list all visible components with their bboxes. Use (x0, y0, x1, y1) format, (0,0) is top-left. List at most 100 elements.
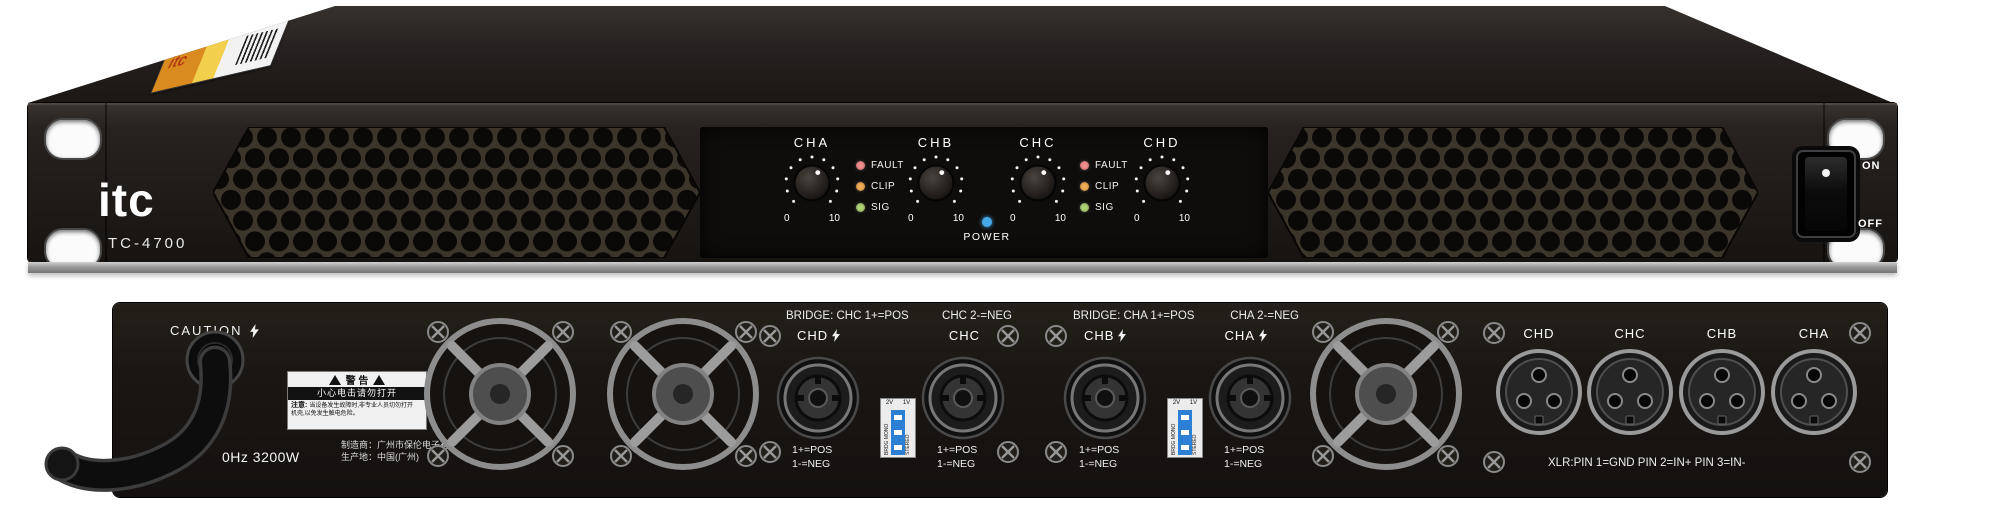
power-label: POWER (963, 231, 1011, 243)
manufacturer-line2: 生产地：中国(广州) (341, 452, 419, 463)
mode-dip-switch[interactable]: 2V 1V BRDG MONO STEREO (880, 398, 916, 458)
dip-2v-label: 2V (1172, 400, 1181, 406)
scale-min: 0 (1010, 213, 1016, 224)
front-face: itc TC-4700 CHA 0 10 FAULT CLIP SIG (28, 103, 1897, 270)
clip-led-label: CLIP (871, 181, 896, 192)
bridge-mode-label: BRIDGE: CHC 1+=POS CHC 2-=NEG (776, 310, 1026, 322)
pos-label: 1+=POS (792, 444, 833, 456)
xlr-channel-label: CHB (1706, 326, 1738, 341)
screw-icon (1311, 444, 1335, 468)
clip-led-label: CLIP (1095, 181, 1120, 192)
channel-name-text: CHD (797, 328, 829, 343)
dip-mode-label-left: BRDG MONO (883, 423, 890, 455)
switch-off-label: OFF (1858, 218, 1883, 230)
speakon-group-chb-cha: BRIDGE: CHA 1+=POS CHA 2-=NEG CHB CHA 2V… (1063, 308, 1313, 473)
dip-mode-label-left: BRDG MONO (1170, 423, 1177, 455)
screw-icon (734, 444, 758, 468)
lightning-bolt-icon (1259, 329, 1267, 342)
warning-note: 注意:当设备发生故障时,非专业人员切勿打开 机壳,以免发生触电危险。 (288, 400, 426, 420)
channel-block-cha: CHA 0 10 (780, 135, 844, 224)
brand-logo: itc (98, 174, 155, 226)
knob-scale: 0 10 (904, 213, 968, 224)
pos-label: 1+=POS (1224, 444, 1265, 456)
dip-voltage-labels: 2V 1V (1168, 399, 1202, 409)
ventilation-grille-left (213, 127, 700, 258)
amplifier-rear-panel: CAUTION 警 告 小心电击请勿打开 注意:当设备发生故障时,非专业人员切勿… (113, 303, 1887, 497)
lightning-bolt-icon (832, 329, 840, 342)
screw-icon (551, 320, 575, 344)
xlr-connector-chb (1678, 348, 1766, 436)
caution-text: CAUTION (170, 323, 243, 338)
xlr-unit-cha: CHA (1770, 326, 1858, 441)
bridge-label-left: BRIDGE: CHA 1+=POS (1073, 310, 1195, 322)
knob-scale: 0 10 (780, 213, 844, 224)
power-indicator: POWER (952, 217, 1022, 243)
scale-min: 0 (1134, 213, 1140, 224)
speakon-connector-chc (921, 356, 1005, 440)
fault-led (856, 161, 865, 170)
lightning-bolt-icon (250, 324, 259, 338)
warning-note-line1: 当设备发生故障时,非专业人员切勿打开 (309, 403, 414, 409)
neg-label: 1-=NEG (937, 457, 976, 470)
neg-label: 1-=NEG (1079, 457, 1118, 470)
gain-knob-chd[interactable] (1132, 153, 1192, 213)
dip-voltage-labels: 2V 1V (881, 399, 915, 409)
dip-switch-body[interactable] (1178, 410, 1192, 455)
xlr-channel-label: CHA (1798, 326, 1830, 341)
xlr-unit-chb: CHB (1678, 326, 1766, 441)
channel-label: CHB (917, 135, 955, 150)
mode-dip-switch[interactable]: 2V 1V BRDG MONO STEREO (1167, 398, 1203, 458)
led-group-cd: FAULT CLIP SIG (1080, 160, 1128, 213)
gain-knob-chb[interactable] (906, 153, 966, 213)
model-number: TC-4700 (108, 235, 188, 252)
warning-triangle-icon (373, 374, 386, 385)
pos-label: 1+=POS (1079, 444, 1120, 456)
gain-knob-chc[interactable] (1008, 153, 1068, 213)
neg-label: 1-=NEG (1224, 457, 1263, 470)
polarity-label: 1+=POS 1-=NEG (1079, 444, 1119, 471)
channel-label: CHD (1143, 135, 1181, 150)
power-rocker[interactable] (1805, 157, 1847, 231)
clip-led (1080, 182, 1089, 191)
rack-ear-crease-left (105, 103, 107, 262)
polarity-label: 1+=POS 1-=NEG (792, 444, 832, 471)
caution-label: CAUTION (170, 323, 259, 338)
screw-icon (609, 320, 633, 344)
channel-name: CHC (949, 328, 980, 343)
warning-note-label: 注意: (291, 402, 308, 409)
sticker-barcode (234, 28, 281, 66)
screw-icon (1436, 320, 1460, 344)
product-sticker: itc (150, 16, 291, 95)
dip-switch-body[interactable] (891, 410, 905, 455)
screw-icon (609, 444, 633, 468)
screw-icon (1311, 320, 1335, 344)
top-edge-highlight (28, 103, 1897, 105)
speakon-connector-chb (1063, 356, 1147, 440)
switch-on-label: ON (1862, 160, 1881, 172)
channel-block-chc: CHC 0 10 (1006, 135, 1070, 224)
screw-icon (734, 320, 758, 344)
channel-name: CHB (1084, 328, 1126, 343)
scale-min: 0 (784, 213, 790, 224)
speakon-group-chd-chc: BRIDGE: CHC 1+=POS CHC 2-=NEG CHD CHC 2V… (776, 308, 1026, 473)
channel-label: CHA (793, 135, 831, 150)
clip-led (856, 182, 865, 191)
xlr-pin-info: XLR:PIN 1=GND PIN 2=IN+ PIN 3=IN- (1548, 457, 1746, 469)
dip-1v-label: 1V (902, 400, 911, 406)
xlr-input-section: CHD CHC CHB CHA XLR:PIN 1=GND PIN 2=IN+ … (1490, 326, 1870, 476)
knob-scale: 0 10 (1006, 213, 1070, 224)
ventilation-grille-right (1268, 127, 1758, 258)
screw-icon (1436, 444, 1460, 468)
bridge-label-left: BRIDGE: CHC 1+=POS (786, 310, 909, 322)
lightning-bolt-icon (1118, 329, 1126, 342)
sticker-brand-text: itc (165, 49, 191, 73)
gain-knob-cha[interactable] (782, 153, 842, 213)
power-switch[interactable] (1796, 150, 1856, 238)
polarity-label: 1+=POS 1-=NEG (937, 444, 977, 471)
screw-icon (426, 444, 450, 468)
channel-label: CHC (1019, 135, 1057, 150)
xlr-connector-chd (1495, 348, 1583, 436)
warning-triangle-icon (328, 374, 341, 385)
channel-name: CHD (797, 328, 840, 343)
screw-icon (551, 444, 575, 468)
